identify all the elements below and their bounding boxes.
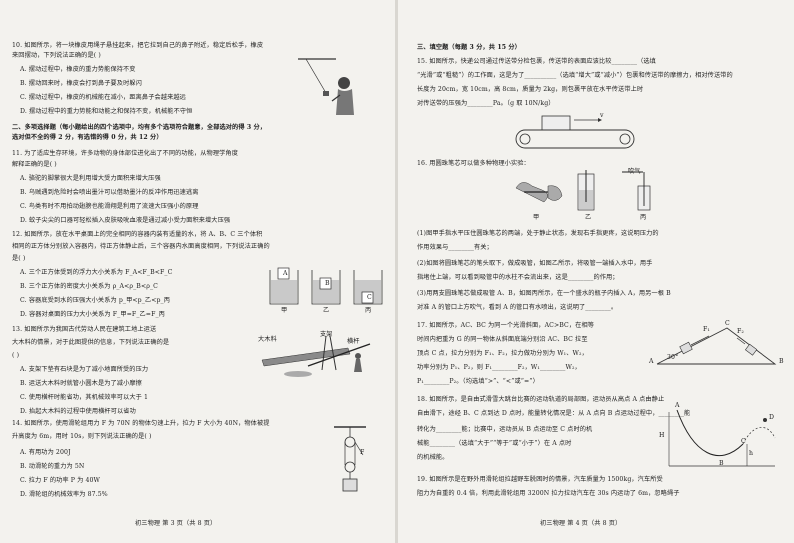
q13-option-a: A. 支架下垫有石块是为了减小地面所受的压力 xyxy=(20,366,149,373)
q13-label-lever: 横杆 xyxy=(347,338,360,345)
q16-label-blow: 吹气 xyxy=(628,168,641,175)
q18-line2: 自由滑下，途经 B、C 点到达 D 点时，能量转化情况是：从 A 点向 B 点运… xyxy=(417,410,691,417)
q18-label-d: D xyxy=(769,414,775,421)
q14-option-b: B. 动滑轮的重力为 5N xyxy=(20,463,85,470)
q11-option-a: A. 骆驼的脚掌很大是利用增大受力面积来增大压强 xyxy=(20,175,161,182)
q12-option-d: D. 容器对桌面的压力大小关系为 F_甲=F_乙=F_丙 xyxy=(20,311,165,318)
q16-part1-line2: 作用效果与________有关； xyxy=(417,244,493,251)
q16-part1-line1: (1)图甲手指水平压住圆珠笔芯的两端，处于静止状态，发现右手指更疼，这说明压力的 xyxy=(417,230,659,237)
q15-label-v: v xyxy=(600,112,604,119)
q10-stem-line2: 来回摆动，下列说法正确的是( ) xyxy=(12,52,101,59)
q12-stem-line2: 相同的正方体分别放入容器内，待正方体静止后，三个容器内水面高度相同，下列说法正确… xyxy=(12,243,270,250)
q10-option-c: C. 摆动过程中，橡皮的机械能在减小，距离鼻子会越来越远 xyxy=(20,94,186,101)
q12-option-a: A. 三个正方体受到的浮力大小关系为 F_A<F_B<F_C xyxy=(20,269,173,276)
q11-option-c: C. 鸟类有时不用拍动翅膀也能滑翔是利用了流速大压强小的原理 xyxy=(20,203,199,210)
q18-line1: 18. 如图所示，是自由式滑雪大跳台比赛的运动轨道的局部图，运动员从高点 A 点… xyxy=(417,396,665,403)
q13-stem-line2: 大木料的情景，对于此图提供的信息，下列说法正确的是 xyxy=(12,339,170,346)
q14-pulley-figure xyxy=(334,426,366,492)
q18-label-b: B xyxy=(719,460,724,467)
page-4: 三、填空题（每题 3 分，共 15 分） 15. 如图所示，快递公司通过传送带分… xyxy=(397,0,794,543)
q13-option-d: D. 抬起大木料的过程中使用横杆可以省功 xyxy=(20,408,136,415)
q14-stem-line1: 14. 如图所示，使用滑轮组用力 F 为 70N 的物体匀速上升，拉力 F 大小… xyxy=(12,420,270,427)
q16-label-jia: 甲 xyxy=(533,214,540,221)
q17-line2: 时间内把重为 G 的同一物体从斜面底端分别沿 AC、BC 拉至 xyxy=(417,336,588,343)
q16-stem: 16. 用圆珠笔芯可以做多种物理小实验： xyxy=(417,160,530,167)
q17-label-f2: F₂ xyxy=(737,328,744,335)
q14-label-f: F xyxy=(360,449,365,456)
q10-option-b: B. 摆动回来时，橡皮会打到鼻子要及时躲闪 xyxy=(20,80,142,87)
q17-label-angle: 30° xyxy=(667,354,679,361)
q14-option-a: A. 有用功为 200J xyxy=(20,449,71,456)
q18-label-h-small: h xyxy=(749,450,754,457)
section-2-title-line1: 二、多项选择题（每小题给出的四个选项中，均有多个选项符合题意，全部选对的得 3 … xyxy=(12,124,267,131)
q13-option-b: B. 运送大木料时就管小圆木是为了减小摩擦 xyxy=(20,380,142,387)
q16-label-yi: 乙 xyxy=(585,214,592,221)
q12-block-b-label: B xyxy=(325,280,330,287)
q13-label-support: 支架 xyxy=(320,331,333,338)
q14-stem-line2: 升高度为 6m，用时 10s，则下列说法正确的是( ) xyxy=(12,433,152,440)
page-3-footer: 初三物理 第 3 页（共 8 页） xyxy=(135,520,217,527)
q12-option-c: C. 容器底受到水的压强大小关系为 p_甲<p_乙<p_丙 xyxy=(20,297,171,304)
q19-line1: 19. 如图所示是在野外用滑轮组拉越野车脱困时的情景，汽车质量为 1500kg，… xyxy=(417,476,663,483)
q17-line4: 功率分别为 P₁、P₂，则 F₁________F₂，W₁________W₂， xyxy=(417,364,581,371)
q17-line5: P₁________P₂。（均选填“>”、“<”或“=”） xyxy=(417,378,539,385)
q16-part2-line1: (2)如图将圆珠笔芯的笔头取下，做成吸管，如图乙所示，将吸管一端插入水中，用手 xyxy=(417,260,653,267)
q18-line3: 转化为________能；比赛中，运动员从 B 点运动至 C 点时的机 xyxy=(417,426,593,433)
page-4-footer: 初三物理 第 4 页（共 8 页） xyxy=(540,520,622,527)
q15-line1: 15. 如图所示，快递公司通过传送带分检包裹，传送带的表面应该比较_______… xyxy=(417,58,656,65)
q18-label-h: H xyxy=(659,432,665,439)
q16-part3-line2: 对准 A 的管口上方吹气，看到 A 的管口有水喷出，这说明了________。 xyxy=(417,304,618,311)
q12-label-bing: 丙 xyxy=(365,307,372,314)
q18-line5: 的机械能。 xyxy=(417,454,449,461)
q18-line4: 械能________（选填“大于”“等于”或“小于”）在 A 点时 xyxy=(417,440,572,447)
q12-containers-figure xyxy=(269,267,383,305)
q16-label-bing: 丙 xyxy=(640,214,647,221)
section-3-title: 三、填空题（每题 3 分，共 15 分） xyxy=(417,44,521,51)
q15-line4: 对传送带的压强为________Pa。（g 取 10N/kg） xyxy=(417,100,555,107)
q13-stem-line1: 13. 如图所示为我国古代劳动人民在建筑工地上运送 xyxy=(12,326,157,333)
q17-label-b: B xyxy=(779,358,784,365)
q12-stem-line1: 12. 如图所示，放在水平桌面上的完全相同的容器内装有适量的水，将 A、B、C … xyxy=(12,231,263,238)
q18-ski-track-figure xyxy=(668,409,776,467)
q16-part2-line2: 指堵住上端，可以看到吸管中的水柱不会流出来，这是________的作用； xyxy=(417,274,619,281)
section-2-title-line2: 选对但不全的得 2 分，有选错的得 0 分，共 12 分） xyxy=(12,134,163,141)
q10-stem-line1: 10. 如图所示，将一块橡皮用绳子悬挂起来，把它拉到自己的鼻子附近，稳定后松手，… xyxy=(12,42,264,49)
q17-line1: 17. 如图所示，AC、BC 为同一个光滑斜面，AC>BC，在相等 xyxy=(417,322,595,329)
q12-option-b: B. 三个正方体的密度大小关系为 ρ_A<ρ_B<ρ_C xyxy=(20,283,158,290)
q17-label-a: A xyxy=(649,358,654,365)
q12-label-yi: 乙 xyxy=(323,307,330,314)
q17-incline-figure xyxy=(656,327,777,365)
q19-line2: 阻力为自重的 0.4 倍，利用此滑轮组用 3200N 拉力拉动汽车在 30s 内… xyxy=(417,490,680,497)
q10-pendulum-figure xyxy=(298,58,354,115)
q13-timber-figure xyxy=(261,335,371,377)
q18-label-c: C xyxy=(741,438,746,445)
q13-option-c: C. 使用横杆时能省功，其机械效率可以大于 1 xyxy=(20,394,149,401)
q12-block-a-label: A xyxy=(283,270,288,277)
q10-option-d: D. 摆动过程中的重力势能和动能之和保持不变，机械能不守恒 xyxy=(20,108,193,115)
q13-label-timber: 大木料 xyxy=(258,336,277,343)
q12-block-c-label: C xyxy=(367,294,372,301)
page-gutter xyxy=(395,0,398,543)
q11-stem-line1: 11. 为了适应生存环境，许多动物的身体部位进化出了不同的功能，从物理学角度 xyxy=(12,150,238,157)
q17-label-f1: F₁ xyxy=(703,326,710,333)
q15-line2: “光滑”或“粗糙”）的工作面，这是为了__________（选填“增大”或“减小… xyxy=(417,72,733,79)
q18-label-a: A xyxy=(675,402,680,409)
q11-stem-line2: 解释正确的是( ) xyxy=(12,161,57,168)
q10-option-a: A. 摆动过程中，橡皮的重力势能保持不变 xyxy=(20,66,136,73)
q16-experiment-figure xyxy=(515,170,651,211)
page-3: 10. 如图所示，将一块橡皮用绳子悬挂起来，把它拉到自己的鼻子附近，稳定后松手，… xyxy=(12,42,383,527)
q12-label-jia: 甲 xyxy=(281,307,288,314)
q17-line3: 顶点 C 点，拉力分别为 F₁、F₂，拉力做功分别为 W₁、W₂， xyxy=(417,350,588,357)
q12-stem-line3: 是( ) xyxy=(12,255,26,262)
q16-part3-line1: (3)用两支圆珠笔芯做成吸管 A、B，如图丙所示，在一个盛水的瓶子内插入 A，用… xyxy=(417,290,671,297)
q15-line3: 长度为 20cm，宽 10cm，高 8cm，质量为 2kg，则包裹平放在水平传送… xyxy=(417,86,644,93)
q14-option-d: D. 滑轮组的机械效率为 87.5% xyxy=(20,491,108,498)
q14-option-c: C. 拉力 F 的功率 P 为 40W xyxy=(20,477,100,484)
q15-conveyor-figure xyxy=(515,115,635,149)
q11-option-d: D. 蚊子尖尖的口器可轻松插入皮肤吸吮血液是通过减小受力面积来增大压强 xyxy=(20,217,231,224)
q11-option-b: B. 乌贼遇到危险时会喷出墨汁可以借助墨汁的反冲作用迅速逃离 xyxy=(20,189,199,196)
q17-label-c: C xyxy=(725,320,730,327)
q13-stem-line3: ( ) xyxy=(12,352,20,359)
